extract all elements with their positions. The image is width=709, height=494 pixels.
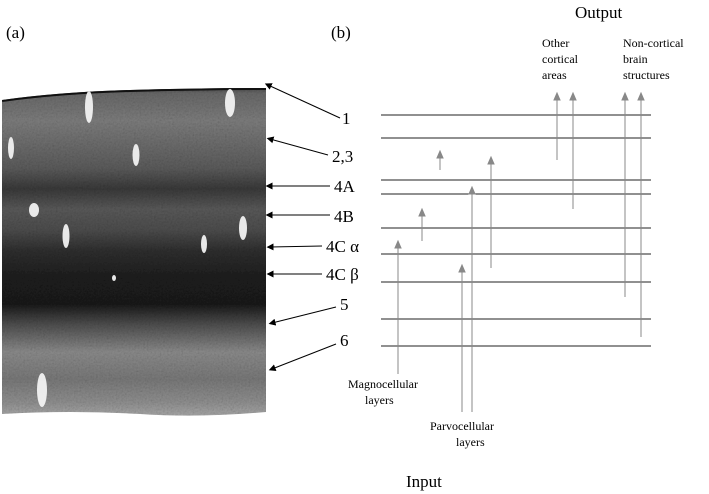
layer-label-4c-alpha: 4C α xyxy=(326,237,359,256)
layer-labels: 1 2,3 4A 4B 4C α 4C β 5 6 xyxy=(264,83,359,371)
cortical-line-2: cortical xyxy=(542,52,579,66)
output-noncortical-label: Non-cortical brain structures xyxy=(623,36,684,82)
layer-label-4a: 4A xyxy=(334,177,356,196)
output-heading: Output xyxy=(575,3,623,22)
input-heading: Input xyxy=(406,472,442,491)
magnocellular-label: Magnocellular layers xyxy=(348,377,418,407)
layer-label-4c-beta: 4C β xyxy=(326,265,359,284)
cortical-line-3: areas xyxy=(542,68,567,82)
parvo-line-1: Parvocellular xyxy=(430,419,494,433)
magno-line-2: layers xyxy=(365,393,394,407)
layer-boundaries xyxy=(381,114,651,347)
panel-label-b: (b) xyxy=(331,23,351,42)
layer-label-5: 5 xyxy=(340,295,349,314)
cortical-line-1: Other xyxy=(542,36,569,50)
layer-label-1: 1 xyxy=(342,109,351,128)
noncortical-line-2: brain xyxy=(623,52,648,66)
cortex-micrograph xyxy=(2,88,266,416)
parvo-line-2: layers xyxy=(456,435,485,449)
noncortical-line-1: Non-cortical xyxy=(623,36,684,50)
panel-label-a: (a) xyxy=(6,23,25,42)
layer-label-2-3: 2,3 xyxy=(332,147,353,166)
noncortical-line-3: structures xyxy=(623,68,670,82)
output-cortical-label: Other cortical areas xyxy=(542,36,579,82)
magno-line-1: Magnocellular xyxy=(348,377,418,391)
layer-label-6: 6 xyxy=(340,331,349,350)
connection-arrows xyxy=(394,91,645,412)
layer-label-4b: 4B xyxy=(334,207,354,226)
parvocellular-label: Parvocellular layers xyxy=(430,419,494,449)
